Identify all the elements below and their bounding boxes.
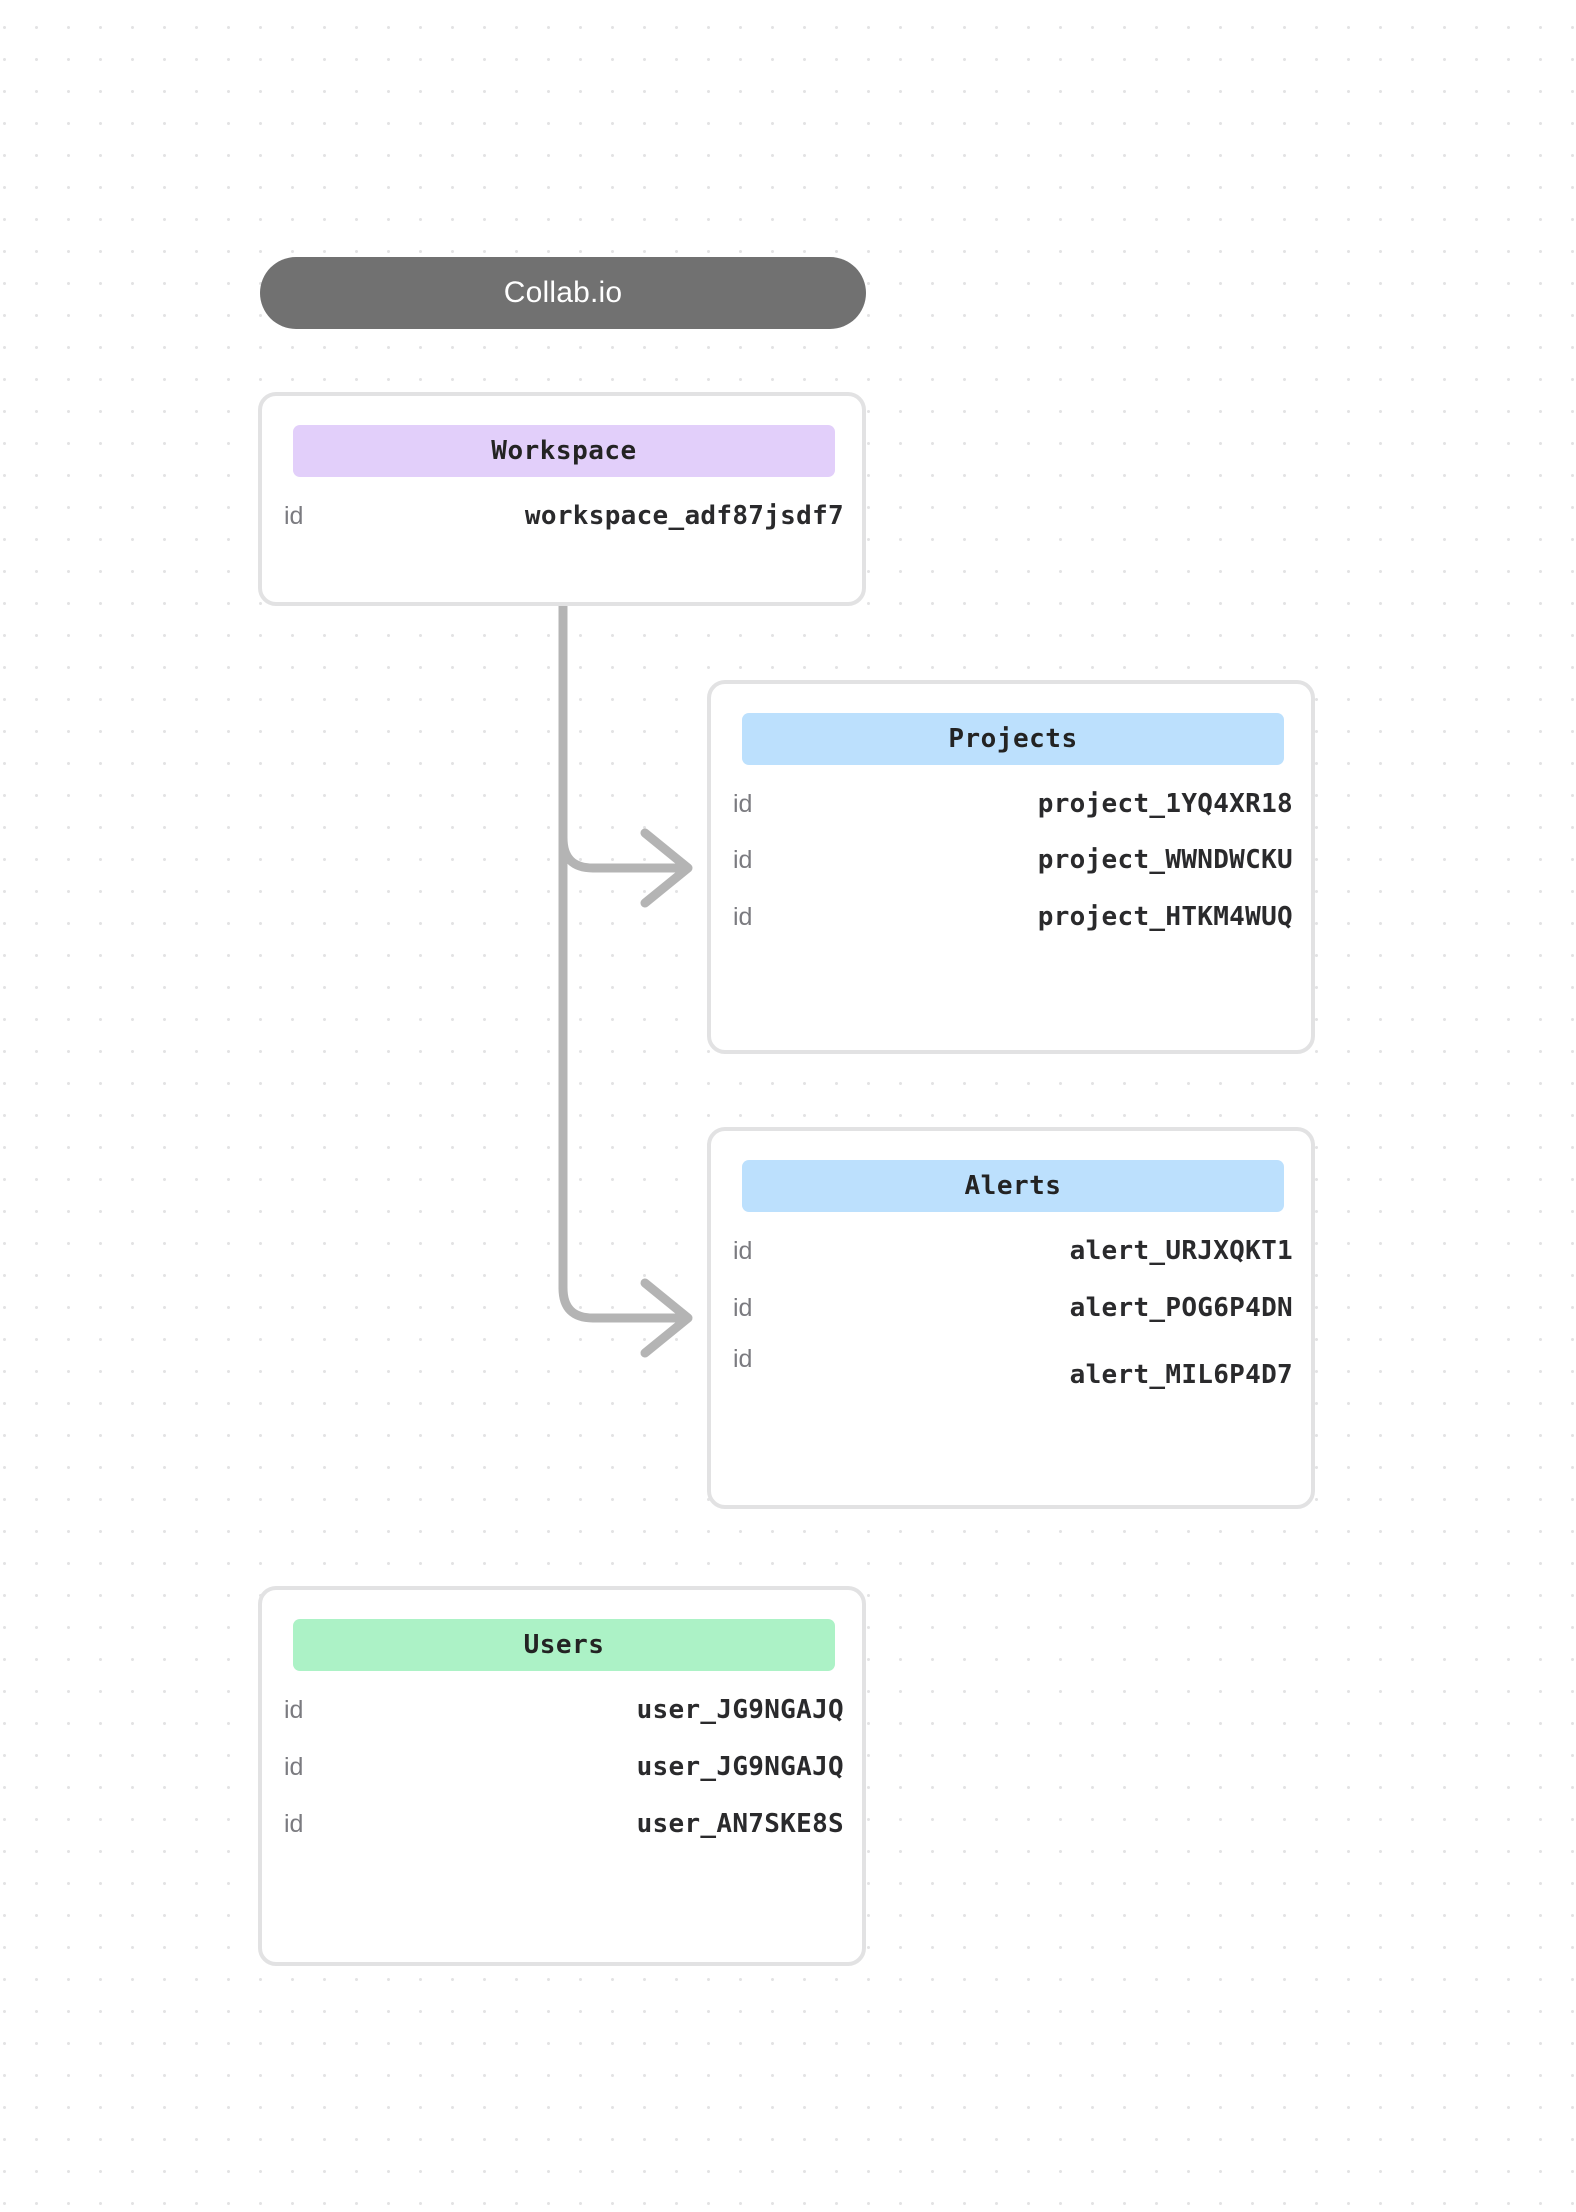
arrowhead-projects-icon [640,828,693,908]
table-row[interactable]: id project_WWNDWCKU [733,843,1293,877]
table-row[interactable]: id user_JG9NGAJQ [284,1750,844,1784]
row-value: alert_POG6P4DN [1069,1293,1293,1323]
entity-header-users: Users [293,1619,835,1671]
entity-header-label-users: Users [523,1630,605,1660]
row-value: alert_URJXQKT1 [1069,1236,1293,1266]
app-title-text: Collab.io [503,276,623,309]
row-key: id [284,1752,304,1781]
entity-header-workspace: Workspace [293,425,835,477]
connector-workspace-to-alerts [558,601,691,1323]
row-key: id [733,845,753,874]
row-value: project_1YQ4XR18 [1037,789,1293,819]
row-key: id [733,789,753,818]
row-key: id [733,902,753,931]
row-value: user_JG9NGAJQ [636,1752,844,1782]
entity-card-workspace[interactable]: Workspace id workspace_adf87jsdf7 [258,392,866,606]
row-key: id [284,1695,304,1724]
entity-card-alerts[interactable]: Alerts id alert_URJXQKT1 id alert_POG6P4… [707,1127,1315,1509]
app-title-pill[interactable]: Collab.io [260,257,866,329]
entity-header-label-projects: Projects [948,724,1078,754]
row-value: project_WWNDWCKU [1037,845,1293,875]
row-value: user_JG9NGAJQ [636,1695,844,1725]
row-value: user_AN7SKE8S [636,1809,844,1839]
row-value: project_HTKM4WUQ [1037,902,1293,932]
connector-workspace-to-projects [558,601,691,873]
entity-card-users[interactable]: Users id user_JG9NGAJQ id user_JG9NGAJQ … [258,1586,866,1966]
table-row[interactable]: id project_1YQ4XR18 [733,787,1293,821]
entity-header-alerts: Alerts [742,1160,1284,1212]
entity-header-projects: Projects [742,713,1284,765]
row-key: id [284,501,304,530]
table-row[interactable]: id alert_MIL6P4D7 [733,1345,1293,1389]
arrowhead-alerts-icon [640,1278,693,1358]
row-key: id [733,1236,753,1265]
entity-card-projects[interactable]: Projects id project_1YQ4XR18 id project_… [707,680,1315,1054]
table-row[interactable]: id user_AN7SKE8S [284,1807,844,1841]
table-row[interactable]: id project_HTKM4WUQ [733,900,1293,934]
table-row[interactable]: id alert_POG6P4DN [733,1291,1293,1325]
row-key: id [733,1345,753,1373]
table-row[interactable]: id alert_URJXQKT1 [733,1234,1293,1268]
row-value: alert_MIL6P4D7 [1069,1360,1293,1390]
table-row[interactable]: id workspace_adf87jsdf7 [284,499,844,533]
entity-header-label-alerts: Alerts [964,1171,1062,1201]
entity-header-label-workspace: Workspace [491,436,637,466]
row-value: workspace_adf87jsdf7 [524,501,844,531]
table-row[interactable]: id user_JG9NGAJQ [284,1693,844,1727]
row-key: id [284,1809,304,1838]
row-key: id [733,1293,753,1322]
